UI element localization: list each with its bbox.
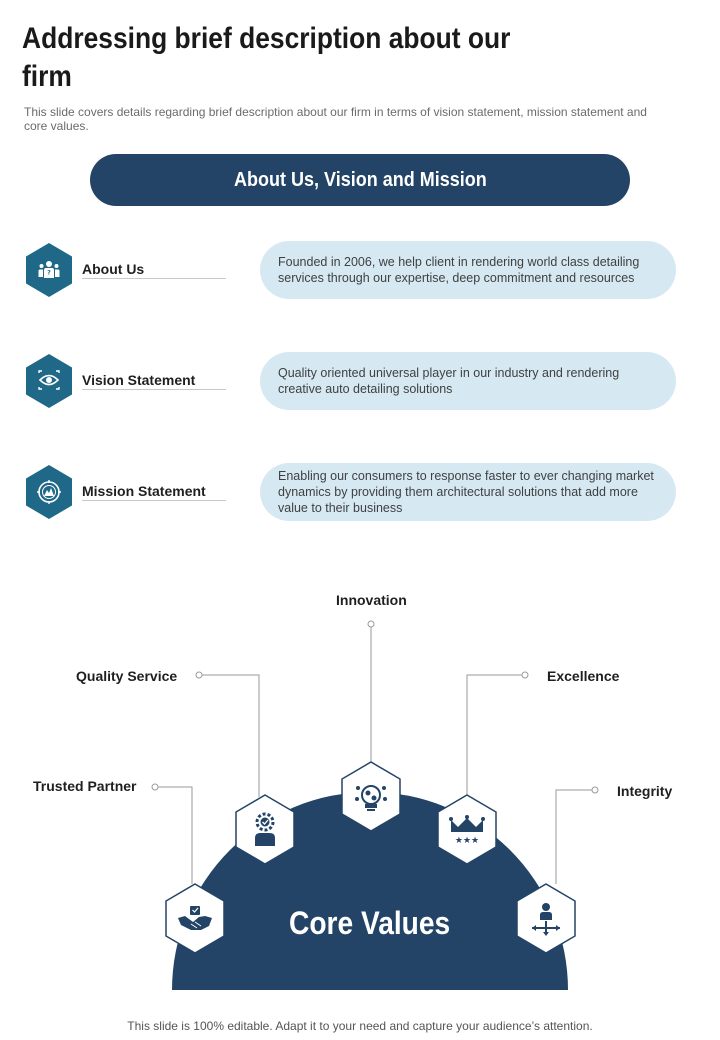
integrity-label: Integrity bbox=[617, 783, 673, 799]
core-values-title: Core Values bbox=[270, 905, 470, 942]
about-us-divider bbox=[82, 278, 226, 279]
vision-statement-row: Vision Statement Quality oriented univer… bbox=[0, 352, 720, 414]
person-gear-icon bbox=[255, 812, 275, 846]
core-values-diagram: ★★★ bbox=[151, 620, 599, 990]
page-title: Addressing brief description about our f… bbox=[22, 22, 511, 93]
vision-statement-description: Quality oriented universal player in our… bbox=[260, 352, 676, 410]
svg-text:★★★: ★★★ bbox=[455, 836, 479, 846]
person-arrows-icon bbox=[532, 903, 560, 936]
about-us-hexagon: ? bbox=[26, 243, 72, 297]
mission-statement-row: Mission Statement Enabling our consumers… bbox=[0, 463, 720, 525]
excellence-label: Excellence bbox=[547, 668, 620, 684]
vision-statement-text: Quality oriented universal player in our… bbox=[278, 366, 620, 396]
innovation-label: Innovation bbox=[336, 592, 407, 608]
mission-statement-text: Enabling our consumers to response faste… bbox=[278, 469, 654, 515]
integrity-connector bbox=[555, 789, 594, 884]
crown-stars-icon: ★★★ bbox=[449, 815, 485, 846]
vision-divider bbox=[82, 389, 226, 390]
about-us-label: About Us bbox=[82, 261, 145, 277]
section-banner-text: About Us, Vision and Mission bbox=[233, 168, 487, 191]
about-us-description: Founded in 2006, we help client in rende… bbox=[260, 241, 676, 299]
footer-note: This slide is 100% editable. Adapt it to… bbox=[127, 1019, 593, 1033]
innovation-hexagon bbox=[341, 761, 401, 832]
lightbulb-gear-icon bbox=[355, 785, 387, 811]
about-us-text: Founded in 2006, we help client in rende… bbox=[278, 255, 640, 285]
mission-divider bbox=[82, 500, 226, 501]
trusted-partner-hexagon bbox=[165, 883, 225, 954]
about-us-row: ? About Us Founded in 2006, we help clie… bbox=[0, 241, 720, 303]
section-banner: About Us, Vision and Mission bbox=[90, 154, 630, 206]
quality-service-connector bbox=[200, 674, 260, 797]
mission-statement-label: Mission Statement bbox=[82, 483, 206, 499]
vision-hexagon bbox=[26, 354, 72, 408]
trusted-partner-connector bbox=[156, 786, 193, 884]
target-mission-icon bbox=[37, 480, 61, 504]
core-values-title-text: Core Values bbox=[289, 905, 451, 941]
trusted-partner-label: Trusted Partner bbox=[33, 778, 137, 794]
mission-statement-description: Enabling our consumers to response faste… bbox=[260, 463, 676, 521]
eye-vision-icon bbox=[38, 370, 60, 390]
mission-hexagon bbox=[26, 465, 72, 519]
excellence-connector bbox=[466, 674, 524, 797]
svg-text:?: ? bbox=[47, 270, 51, 277]
team-icon: ? bbox=[38, 261, 60, 278]
vision-statement-label: Vision Statement bbox=[82, 372, 196, 388]
page-subtitle: This slide covers details regarding brie… bbox=[24, 105, 647, 133]
quality-service-label: Quality Service bbox=[76, 668, 178, 684]
handshake-icon bbox=[178, 906, 212, 930]
